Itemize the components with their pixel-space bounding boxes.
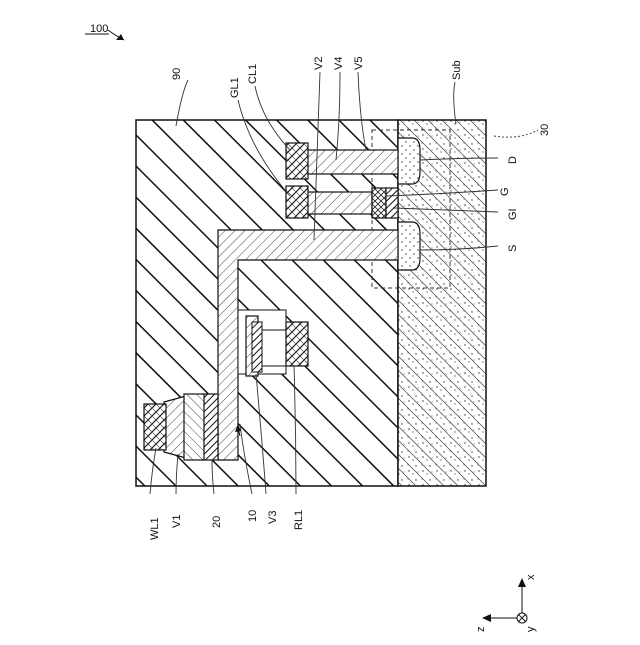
capacitor-line-cl1 xyxy=(286,143,308,179)
v1-upper-block xyxy=(184,394,204,460)
label-substrate: Sub xyxy=(451,60,463,80)
label-v4: V4 xyxy=(333,57,345,70)
via-v5 xyxy=(306,150,398,174)
label-v1: V1 xyxy=(171,515,183,528)
label-wl1: WL1 xyxy=(149,517,161,540)
label-v2: V2 xyxy=(313,57,325,70)
gate-insulator xyxy=(386,188,398,218)
label-v3: V3 xyxy=(267,511,279,524)
resistive-layer xyxy=(252,322,262,372)
label-gate: G xyxy=(499,187,511,196)
label-insulator-90: 90 xyxy=(171,68,183,80)
label-rl1: RL1 xyxy=(293,510,305,530)
readout-line-rl1 xyxy=(286,322,308,366)
axis-z-label: z xyxy=(475,627,487,633)
axis-y-label: y xyxy=(525,626,537,632)
label-memory-20: 20 xyxy=(211,516,223,528)
device-ref-arrowhead xyxy=(116,34,124,40)
drain-region xyxy=(398,138,420,184)
label-source: S xyxy=(507,245,519,252)
gate-electrode xyxy=(372,188,386,218)
label-drain: D xyxy=(507,156,519,164)
label-transistor-30: 30 xyxy=(539,124,551,136)
gate-line-gl1 xyxy=(286,186,308,218)
label-v5: V5 xyxy=(353,57,365,70)
label-cl1: CL1 xyxy=(247,64,259,84)
v3-connector xyxy=(262,330,288,366)
word-line-wl1 xyxy=(144,404,166,450)
label-gl1: GL1 xyxy=(229,77,241,98)
axis-indicator: x y z xyxy=(475,574,537,632)
device-ref-label: 100 xyxy=(90,23,108,35)
label-gate-insulator: GI xyxy=(507,208,519,220)
axis-x-label: x xyxy=(525,574,537,580)
label-electrode-10: 10 xyxy=(247,510,259,522)
source-region xyxy=(398,222,420,270)
